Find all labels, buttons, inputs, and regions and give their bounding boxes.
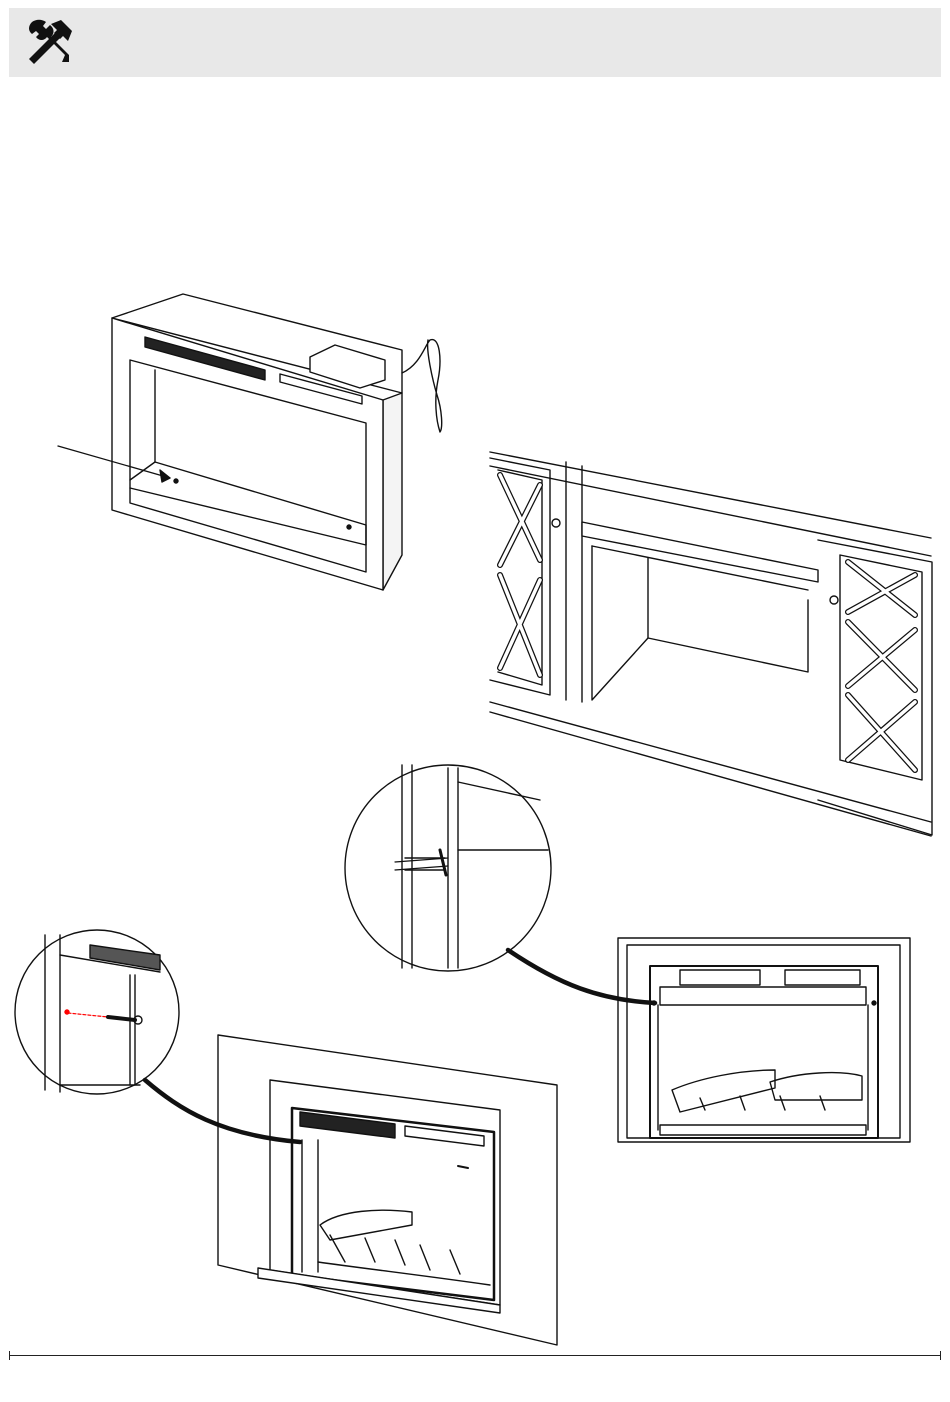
tv-stand-cabinet xyxy=(490,452,932,836)
installed-front-view xyxy=(218,1035,557,1345)
installed-right-view xyxy=(618,938,910,1142)
detail-callout-top xyxy=(345,765,655,1003)
footer-tick-right xyxy=(940,1351,941,1360)
fireplace-insert xyxy=(58,294,442,590)
footer-rule xyxy=(9,1355,941,1356)
footer-tick-left xyxy=(9,1351,10,1360)
detail-callout-left xyxy=(15,930,300,1142)
